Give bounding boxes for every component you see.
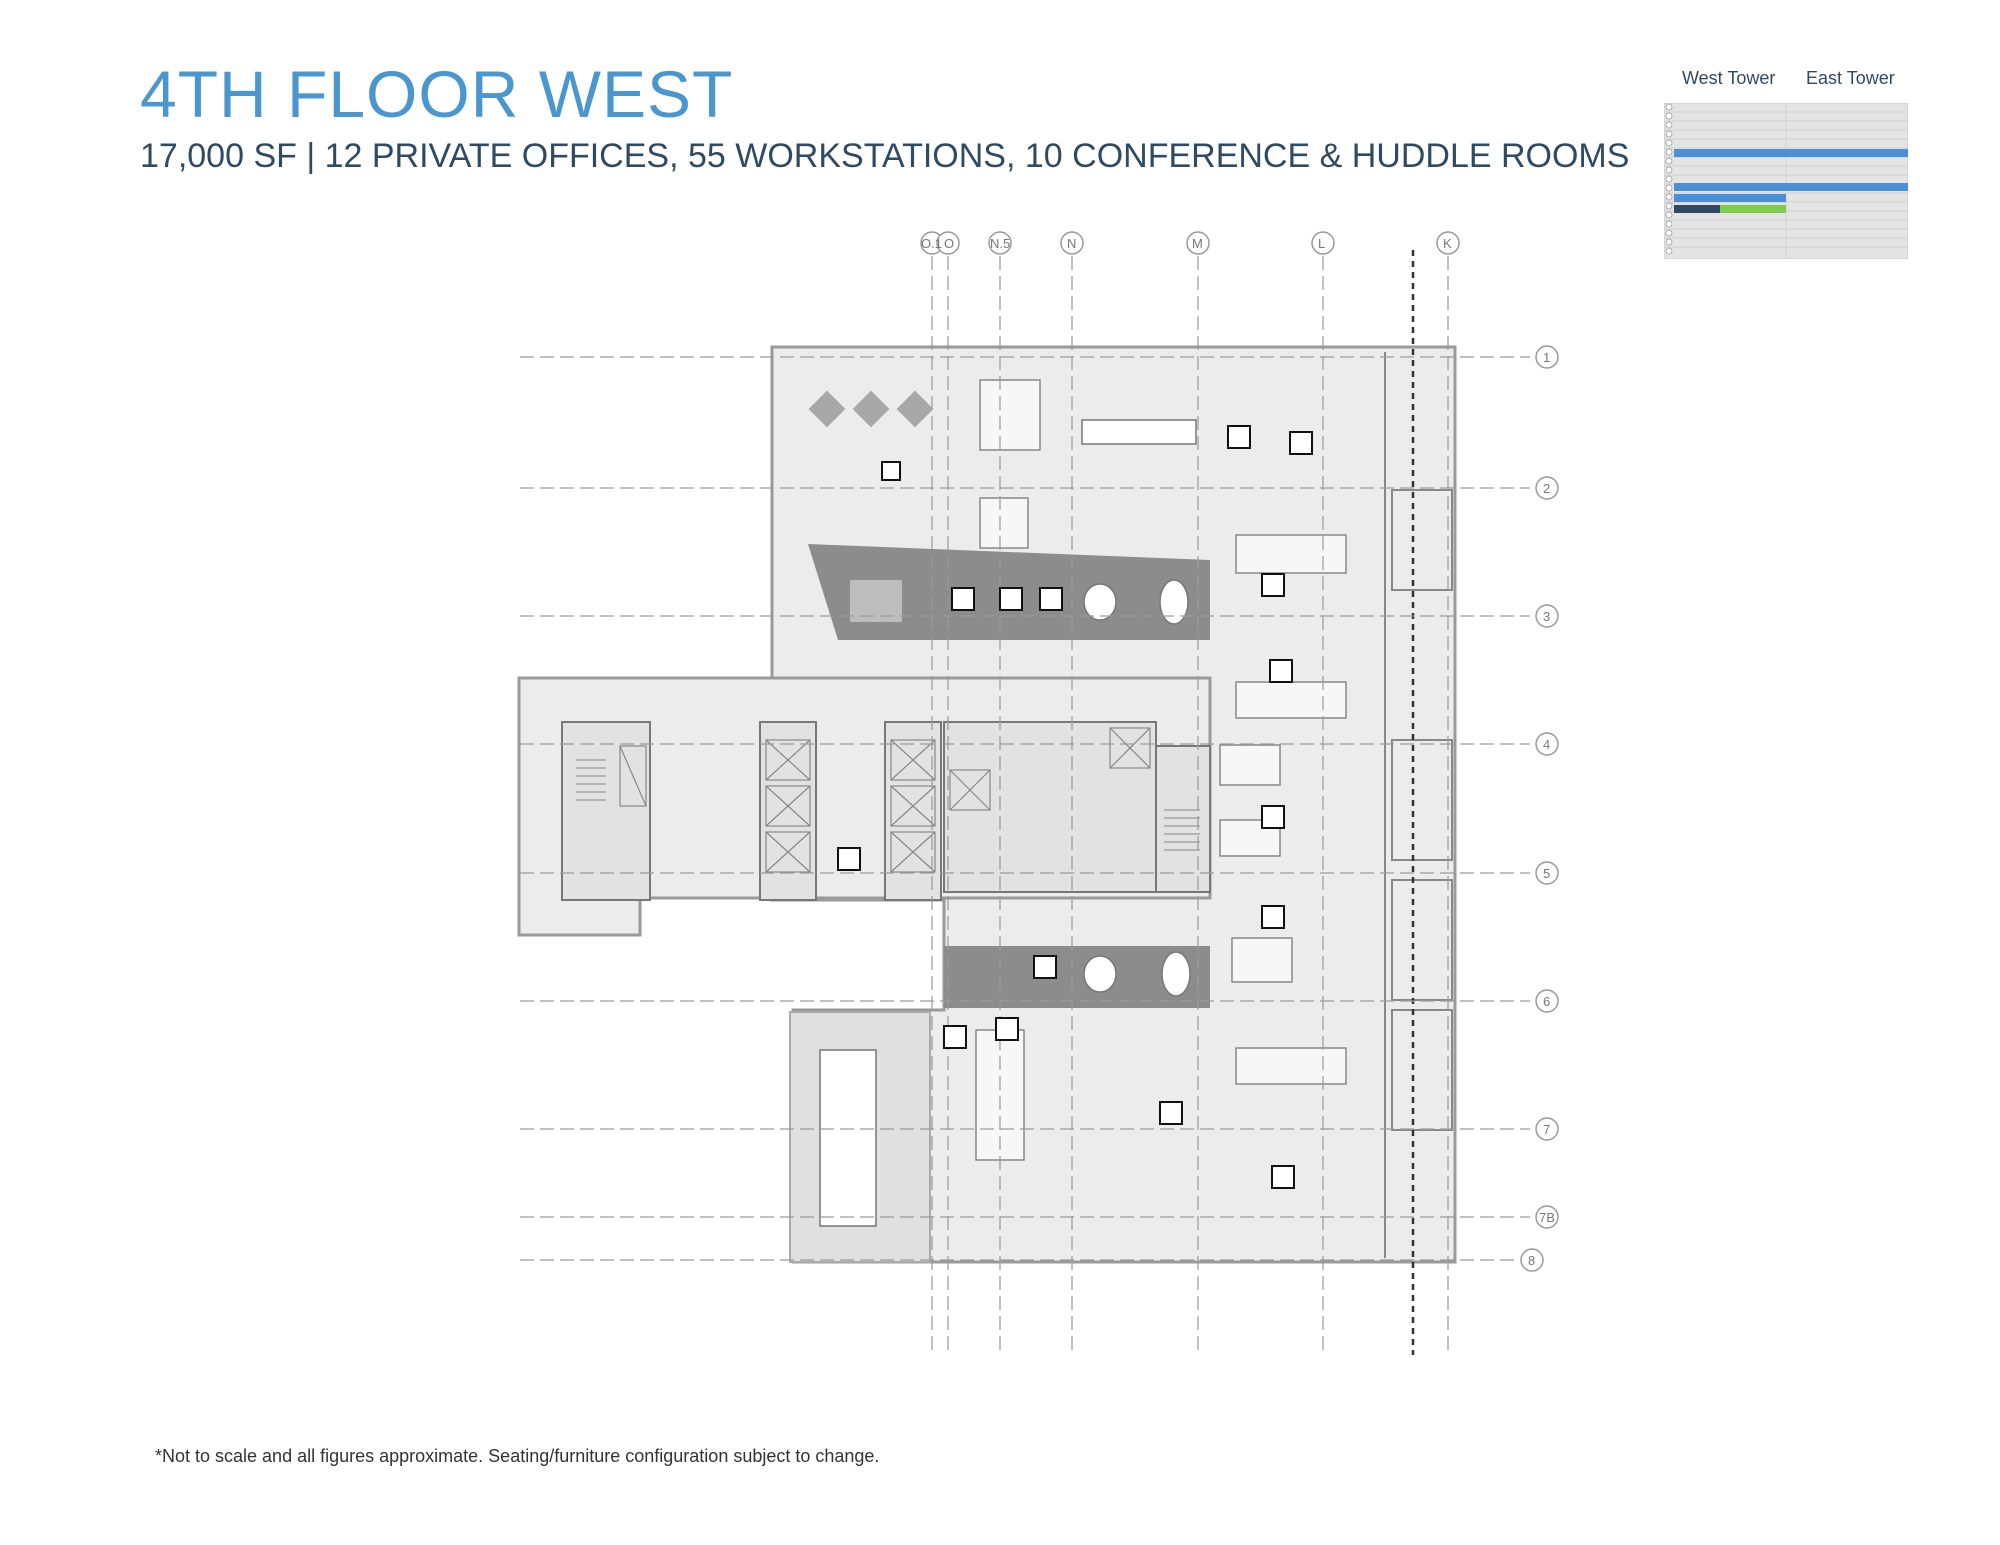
grid-row-5: 5 bbox=[1543, 866, 1550, 881]
grid-col-n5: N.5 bbox=[990, 236, 1010, 251]
grid-row-4: 4 bbox=[1543, 737, 1550, 752]
column-bubbles bbox=[920, 231, 1460, 255]
grid-col-n: N bbox=[1067, 236, 1076, 251]
stack-band-west-upper bbox=[1674, 149, 1908, 157]
elevator-shafts bbox=[619, 727, 1151, 873]
perimeter-offices bbox=[1384, 352, 1453, 1258]
stack-band-west-mid bbox=[1674, 194, 1786, 202]
row-bubbles bbox=[1520, 345, 1559, 1272]
footnote: *Not to scale and all figures approximat… bbox=[155, 1446, 880, 1466]
grid-row-6: 6 bbox=[1543, 994, 1550, 1009]
grid-col-k: K bbox=[1443, 236, 1452, 251]
upper-table bbox=[850, 580, 902, 622]
stair-lines bbox=[576, 759, 1200, 851]
grid-row-7: 7 bbox=[1543, 1122, 1550, 1137]
grid-row-7b: 7B bbox=[1539, 1210, 1555, 1225]
building-core bbox=[561, 721, 1211, 901]
column-grid-lines bbox=[931, 256, 1449, 1355]
meeting-tables bbox=[819, 419, 1197, 1227]
grid-col-o1: O.1 bbox=[921, 236, 942, 251]
grid-col-o: O bbox=[944, 236, 954, 251]
stack-band-east-mid bbox=[1674, 183, 1908, 191]
west-tower-label: West Tower bbox=[1682, 68, 1776, 88]
stack-band-available bbox=[1720, 205, 1786, 213]
workstations bbox=[975, 379, 1347, 1161]
page-subtitle: 17,000 SF | 12 PRIVATE OFFICES, 55 WORKS… bbox=[140, 137, 1630, 175]
outlet-markers bbox=[837, 425, 1313, 1189]
lounge-tables bbox=[808, 390, 934, 428]
east-tower-label: East Tower bbox=[1806, 68, 1895, 88]
building-stack-diagram bbox=[1664, 103, 1908, 259]
grid-row-2: 2 bbox=[1543, 481, 1550, 496]
grid-row-3: 3 bbox=[1543, 609, 1550, 624]
page-title: 4TH FLOOR WEST bbox=[140, 57, 734, 131]
row-grid-lines bbox=[520, 356, 1530, 1261]
grid-col-l: L bbox=[1318, 236, 1325, 251]
grid-row-8: 8 bbox=[1528, 1253, 1535, 1268]
grid-row-1: 1 bbox=[1543, 350, 1550, 365]
grid-col-m: M bbox=[1192, 236, 1203, 251]
stack-floor-markers bbox=[1665, 103, 1673, 255]
